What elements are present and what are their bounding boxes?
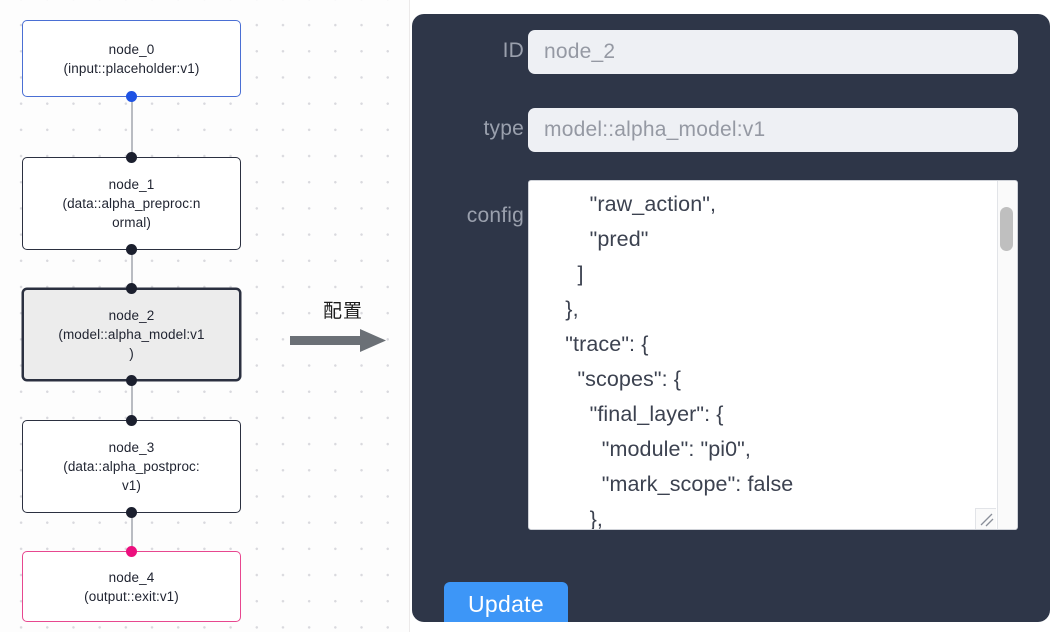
type-field-label: type [483,117,524,140]
graph-node-node_3[interactable]: node_3 (data::alpha_postproc: v1) [22,420,241,513]
id-input[interactable]: node_2 [528,30,1018,74]
node-handle-target-node_3[interactable] [126,415,137,426]
resize-grip-icon[interactable] [975,508,996,529]
node-id-label: node_2 [108,308,155,323]
node-type-label: (model::alpha_model:v1 ) [58,327,205,361]
type-input[interactable]: model::alpha_model:v1 [528,108,1018,152]
node-type-label: (data::alpha_postproc: v1) [63,459,200,493]
edge-node1-node2 [131,249,133,289]
canvas-divider [409,0,410,632]
annotation-label: 配置 [322,300,363,322]
config-scrollbar[interactable] [997,181,1017,529]
config-field-label: config [466,204,524,227]
field-row-config: config "raw_action", "pred" ] }, "trace"… [412,180,1050,530]
field-row-id: ID node_2 [412,30,1050,74]
update-button[interactable]: Update [444,582,568,622]
graph-node-node_4[interactable]: node_4 (output::exit:v1) [22,551,241,622]
graph-node-node_2[interactable]: node_2 (model::alpha_model:v1 ) [22,288,241,381]
node-type-label: (data::alpha_preproc:n ormal) [62,196,201,230]
node-handle-source-node_0[interactable] [126,91,137,102]
node-handle-target-node_1[interactable] [126,152,137,163]
node-id-label: node_1 [108,177,155,192]
graph-node-node_1[interactable]: node_1 (data::alpha_preproc:n ormal) [22,157,241,250]
node-handle-source-node_3[interactable] [126,507,137,518]
field-row-type: type model::alpha_model:v1 [412,108,1050,152]
node-id-label: node_3 [108,440,155,455]
id-field-label: ID [502,39,524,62]
node-handle-source-node_2[interactable] [126,375,137,386]
config-textarea-wrapper[interactable]: "raw_action", "pred" ] }, "trace": { "sc… [528,180,1018,530]
node-type-label: (input::placeholder:v1) [63,60,200,76]
config-textarea[interactable]: "raw_action", "pred" ] }, "trace": { "sc… [565,192,794,530]
edge-node2-node3 [131,380,133,421]
node-id-label: node_0 [108,41,155,57]
arrow-right-icon [290,329,386,352]
node-id-label: node_4 [108,569,155,585]
annotation-arrow-group: 配置 [290,296,395,358]
node-handle-source-node_1[interactable] [126,244,137,255]
graph-node-node_0[interactable]: node_0 (input::placeholder:v1) [22,20,241,97]
edge-node3-node4 [131,512,133,552]
node-properties-panel: ID node_2 type model::alpha_model:v1 con… [412,14,1050,622]
edge-node0-node1 [131,96,133,158]
node-type-label: (output::exit:v1) [84,588,179,604]
graph-canvas[interactable]: node_0 (input::placeholder:v1) node_1 (d… [0,0,410,632]
node-handle-target-node_2[interactable] [126,283,137,294]
node-handle-target-node_4[interactable] [126,546,137,557]
config-scrollbar-thumb[interactable] [1000,207,1013,251]
